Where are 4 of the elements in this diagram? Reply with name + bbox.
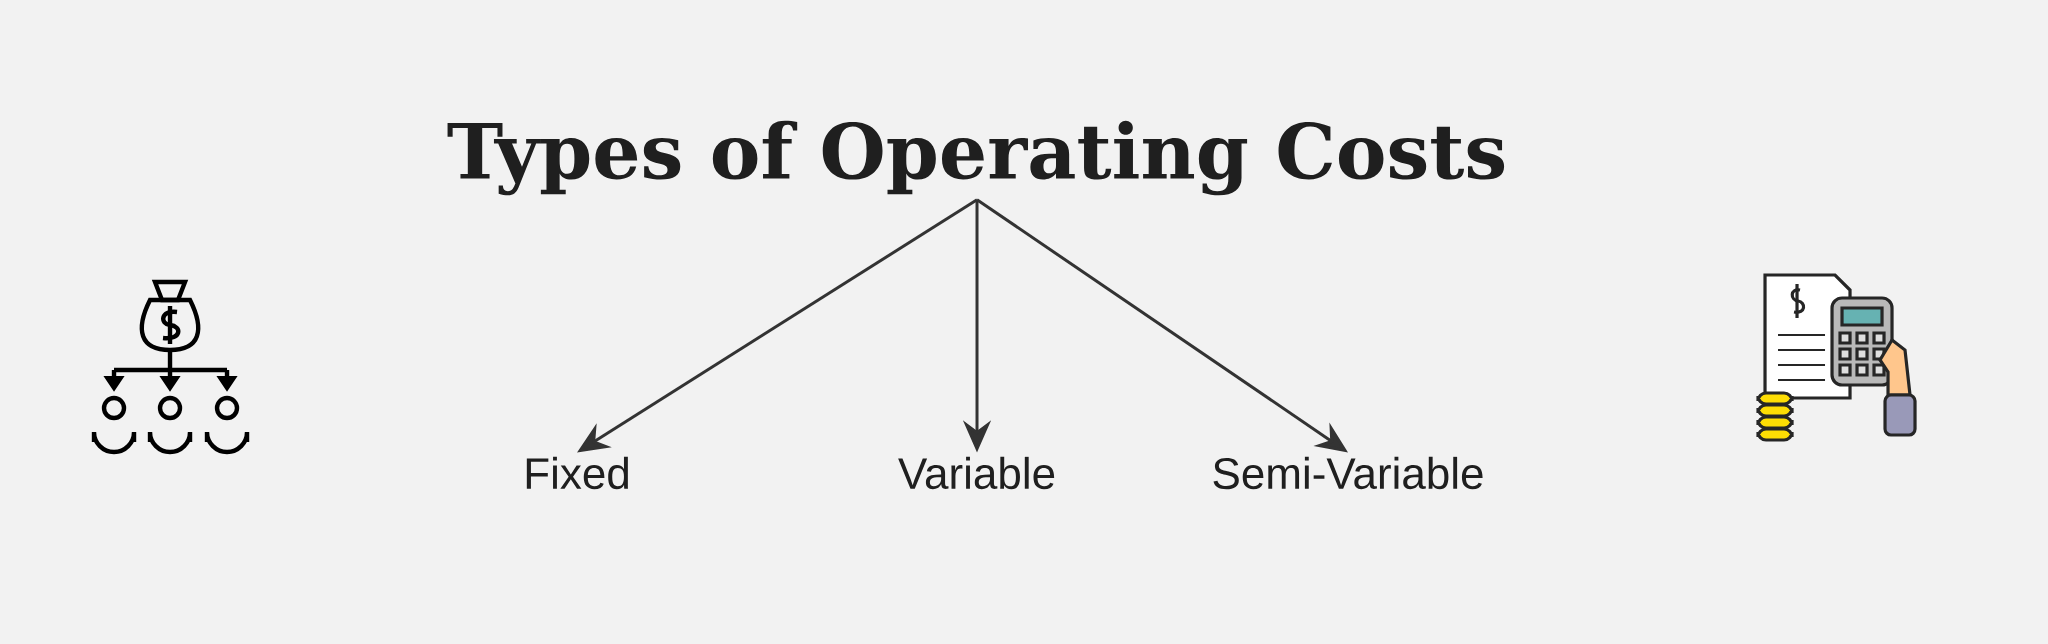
cost-type-label: Fixed — [526, 456, 628, 490]
title-text: Types of Operating Costs — [447, 120, 1505, 196]
cost-type-label: Semi-Variable — [1213, 456, 1483, 490]
cost-type-label: Variable — [898, 456, 1055, 490]
